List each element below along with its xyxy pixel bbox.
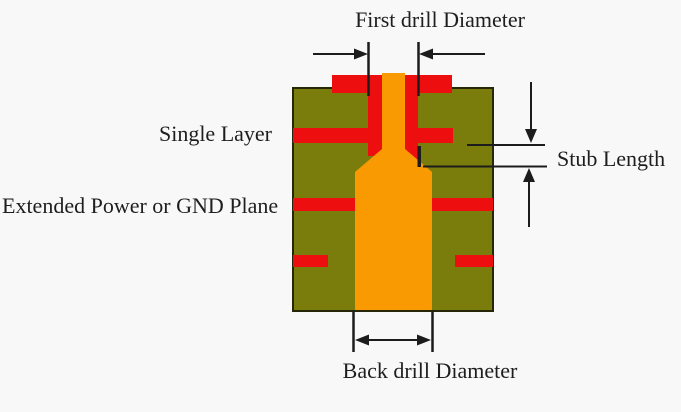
signal-layer-trace-left — [293, 128, 382, 143]
stub-bottom-mark — [417, 146, 421, 167]
via-plating-right — [405, 88, 418, 160]
back-drill-diameter-label: Back drill Diameter — [342, 358, 518, 383]
back-drill-hole — [355, 149, 432, 310]
back-drill-dimension — [352, 311, 434, 352]
stub-arrowhead-down — [525, 129, 537, 143]
extended-power-gnd-plane-label: Extended Power or GND Plane — [2, 193, 279, 218]
first-drill-arrowhead-left — [354, 48, 368, 60]
back-drill-arrowhead-left — [355, 334, 369, 346]
lower-layer-stub-right — [455, 255, 493, 267]
gnd-plane-right — [432, 198, 493, 211]
stub-length-dimension — [423, 82, 547, 227]
stub-length-label: Stub Length — [557, 146, 666, 171]
lower-layer-stub-left — [293, 255, 328, 267]
via-barrel — [355, 73, 432, 310]
gnd-plane-left — [293, 198, 355, 211]
first-drill-barrel — [382, 73, 405, 151]
back-drill-arrowhead-right — [417, 334, 431, 346]
first-drill-dimension — [313, 42, 485, 96]
via-plating-left — [368, 88, 382, 156]
single-layer-label: Single Layer — [158, 121, 272, 146]
stub-arrowhead-up — [523, 168, 535, 182]
signal-layer-trace-right — [405, 128, 453, 143]
first-drill-arrowhead-right — [419, 48, 433, 60]
first-drill-diameter-label: First drill Diameter — [355, 7, 525, 32]
